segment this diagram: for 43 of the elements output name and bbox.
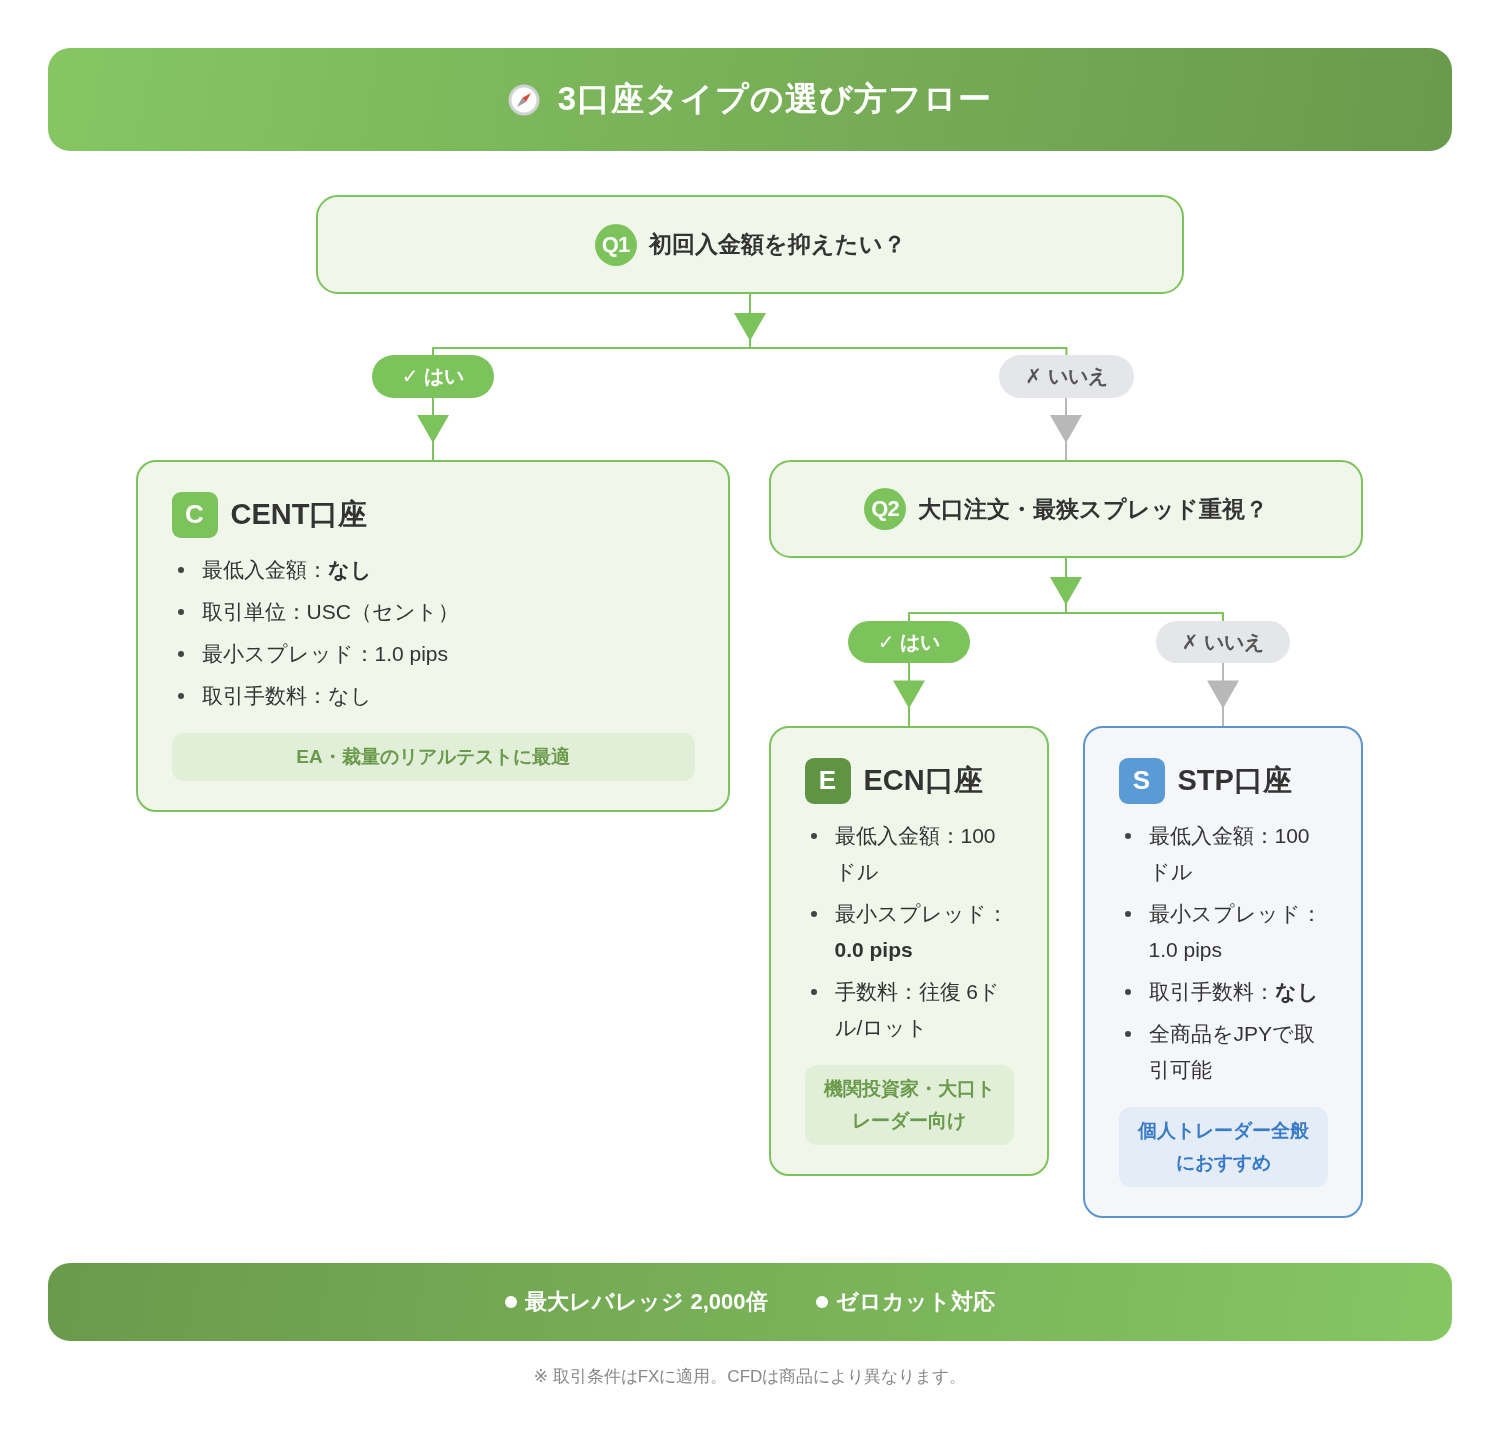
letter-badge: S [1118, 757, 1165, 804]
list-text: 最小スプレッド：1.0 pips [201, 640, 450, 667]
card-heading: CENT口座 [230, 496, 368, 532]
list-text: 取引手数料：なし [1148, 978, 1320, 1006]
answer-pill: ✗ いいえ [999, 355, 1134, 398]
note-band: 機関投資家・大口トレーダー向け [804, 1064, 1014, 1145]
letter-badge: E [804, 757, 851, 804]
account-card [136, 460, 730, 812]
arrow [417, 397, 449, 461]
card-heading: ECN口座 [863, 762, 983, 798]
question-badge: Q2 [864, 488, 906, 530]
arrow [1207, 662, 1239, 727]
arrow [1050, 397, 1082, 461]
list-text: 最小スプレッド：0.0 pips [834, 900, 1009, 963]
list-text: 手数料：往復 6ドル/ロット [834, 978, 1001, 1041]
note-band: 個人トレーダー全般におすすめ [1118, 1106, 1328, 1187]
list-text: 最低入金額：なし [201, 556, 373, 584]
account-card [769, 726, 1049, 1176]
footnote: ※ 取引条件はFXに適用。CFDは商品により異なります。 [533, 1366, 967, 1388]
info-text: 最大レバレッジ 2,000倍 [525, 1288, 768, 1316]
list-text: 最小スプレッド：1.0 pips [1148, 900, 1323, 963]
arrow [908, 557, 1224, 622]
list-text: 最低入金額：100ドル [834, 822, 997, 885]
list-text: 最低入金額：100ドル [1148, 822, 1311, 885]
question-box [316, 195, 1184, 294]
question-box [769, 460, 1363, 558]
letter-badge: C [171, 491, 218, 538]
info-band [48, 1263, 1452, 1341]
answer-pill: ✗ いいえ [1156, 621, 1290, 663]
title-text: 3口座タイプの選び方フロー [557, 79, 993, 119]
arrow [893, 662, 925, 727]
question-text: 大口注文・最狭スプレッド重視？ [918, 494, 1268, 524]
info-text: ゼロカット対応 [835, 1288, 995, 1316]
list-text: 取引単位：USC（セント） [201, 598, 460, 625]
answer-pill: ✓ はい [372, 355, 494, 398]
question-text: 初回入金額を抑えたい？ [648, 230, 906, 259]
answer-pill: ✓ はい [848, 621, 970, 663]
question-badge: Q1 [594, 223, 637, 266]
card-heading: STP口座 [1177, 762, 1292, 798]
account-card [1083, 726, 1363, 1218]
list-text: 取引手数料：なし [201, 682, 373, 709]
note-band: EA・裁量のリアルテストに最適 [171, 732, 695, 781]
list-text: 全商品をJPYで取引可能 [1148, 1020, 1316, 1083]
